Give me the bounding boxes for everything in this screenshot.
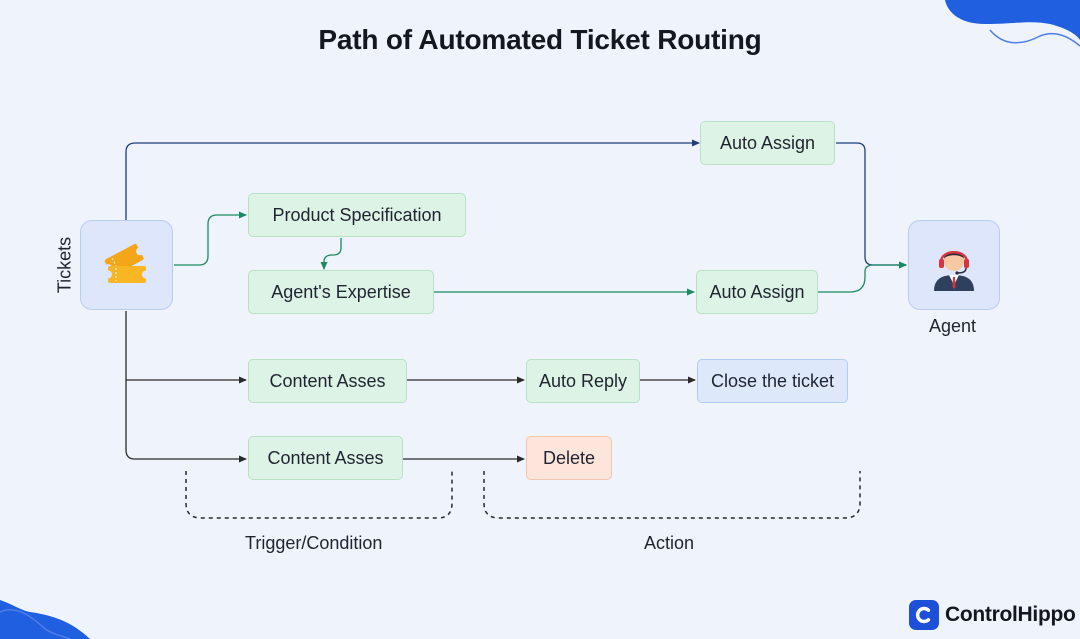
product-specification-node: Product Specification	[248, 193, 466, 237]
content-asses-node-2: Content Asses	[248, 436, 403, 480]
close-ticket-node: Close the ticket	[697, 359, 848, 403]
connector-tickets-trunk-down	[125, 311, 247, 463]
tickets-label: Tickets	[54, 236, 75, 294]
brand-name: ControlHippo	[945, 603, 1076, 626]
delete-node: Delete	[526, 436, 612, 480]
auto-assign-top-node: Auto Assign	[700, 121, 835, 165]
tickets-node	[80, 220, 173, 310]
auto-reply-node: Auto Reply	[526, 359, 640, 403]
connector-product-spec-to-expertise	[320, 238, 342, 270]
ticket-icon	[103, 244, 150, 283]
agent-label: Agent	[929, 316, 977, 336]
agents-expertise-node: Agent's Expertise	[248, 270, 434, 314]
connector-tickets-to-product-spec	[174, 211, 247, 266]
connector-auto-assign-mid-to-agent	[818, 261, 907, 293]
agent-headset-icon	[934, 251, 974, 291]
content-asses-node-1: Content Asses	[248, 359, 407, 403]
auto-assign-mid-node: Auto Assign	[696, 270, 818, 314]
connector-tickets-to-auto-assign-top	[125, 139, 700, 220]
trigger-condition-label: Trigger/Condition	[245, 533, 383, 553]
agent-node	[908, 220, 1000, 310]
action-label: Action	[644, 533, 695, 553]
connector-auto-assign-top-to-agent	[836, 142, 907, 269]
controlhippo-logo-icon	[909, 600, 939, 630]
brand-logo: ControlHippo	[909, 600, 1076, 630]
page-title: Path of Automated Ticket Routing	[318, 24, 762, 55]
